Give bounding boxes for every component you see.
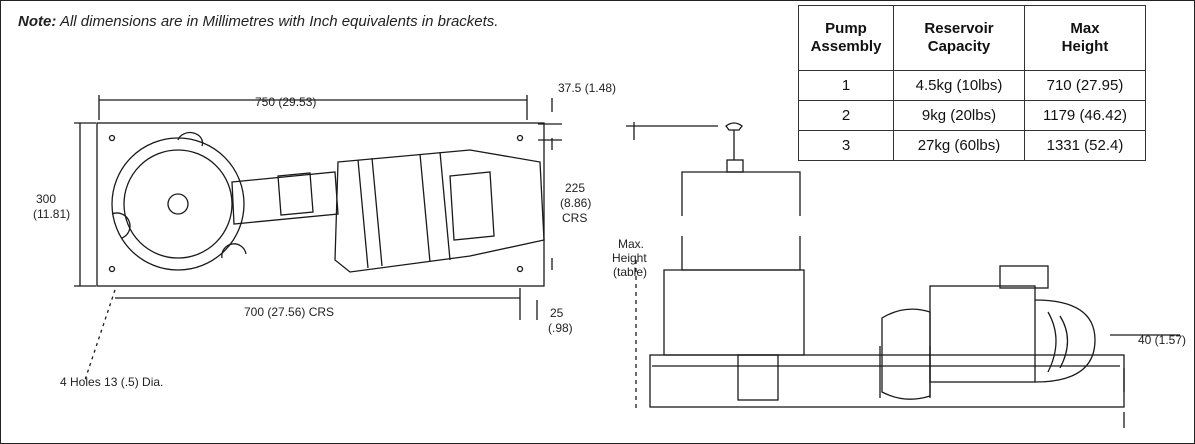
reservoir-center [167, 193, 189, 215]
hole-centres-label: 700 (27.56) CRS [244, 305, 334, 319]
mounting-hole [516, 134, 524, 142]
side-centres-label: 225 [565, 181, 585, 195]
base-height-label: 40 (1.57) [1138, 333, 1186, 347]
holes-label: 4 Holes 13 (.5) Dia. [60, 375, 163, 389]
reservoir-lug [111, 212, 131, 239]
motor-fan [1047, 311, 1057, 373]
side-centres-crs-label: CRS [562, 211, 587, 225]
reservoir-lid [726, 159, 744, 173]
cell-capacity: 4.5kg (10lbs) [893, 70, 1025, 101]
motor-end-cap [1034, 299, 1096, 383]
base-plate-outline [96, 122, 545, 287]
table-row: 2 9kg (20lbs) 1179 (46.42) [798, 100, 1146, 131]
motor-fan [1059, 315, 1069, 369]
overall-height-label: 300 [36, 192, 56, 206]
cell-capacity: 9kg (20lbs) [893, 100, 1025, 131]
cell-height: 1331 (52.4) [1024, 130, 1146, 161]
reservoir-lower [663, 269, 805, 356]
table-row: 1 4.5kg (10lbs) 710 (27.95) [798, 70, 1146, 101]
motor-body [334, 149, 545, 273]
mounting-hole [108, 265, 116, 273]
terminal-box-side [999, 265, 1049, 289]
max-height-label: Max. [618, 237, 644, 251]
overall-height-inch-label: (11.81) [33, 207, 70, 221]
note-text: All dimensions are in Millimetres with I… [59, 13, 499, 30]
cell-capacity: 27kg (60lbs) [893, 130, 1025, 161]
cell-assembly: 2 [798, 100, 894, 131]
reservoir-lug [177, 131, 204, 147]
mounting-hole [516, 265, 524, 273]
top-offset-label: 37.5 (1.48) [558, 81, 616, 95]
pump-body [231, 171, 339, 225]
reservoir-inner [123, 149, 233, 259]
max-height-label-line3: (table) [613, 265, 647, 279]
cell-height: 1179 (46.42) [1024, 100, 1146, 131]
cell-height: 710 (27.95) [1024, 70, 1146, 101]
terminal-box [449, 171, 495, 241]
motor-foot [879, 346, 931, 398]
motor-fin [371, 157, 383, 267]
edge-offset-inch-label: (.98) [548, 321, 573, 335]
motor-fin [439, 151, 451, 261]
table-row: 3 27kg (60lbs) 1331 (52.4) [798, 130, 1146, 161]
motor-frame [929, 285, 1036, 383]
cell-assembly: 3 [798, 130, 894, 161]
dimensions-note: Note: All dimensions are in Millimetres … [18, 13, 498, 30]
motor-fin [419, 153, 431, 263]
coupling [277, 172, 314, 216]
note-label: Note: [18, 13, 57, 30]
motor-fin [357, 159, 369, 269]
reservoir-lug [221, 243, 247, 259]
cell-assembly: 1 [798, 70, 894, 101]
mounting-hole [108, 134, 116, 142]
max-height-label-line2: Height [612, 251, 647, 265]
edge-offset-label: 25 [550, 306, 564, 320]
motor-side [881, 308, 931, 400]
reservoir-outer [111, 137, 245, 271]
pump-block [737, 354, 779, 401]
reservoir-upper [681, 171, 801, 271]
side-centres-inch-label: (8.86) [560, 196, 591, 210]
overall-width-label: 750 (29.53) [255, 95, 316, 109]
reservoir-handle [725, 122, 743, 131]
